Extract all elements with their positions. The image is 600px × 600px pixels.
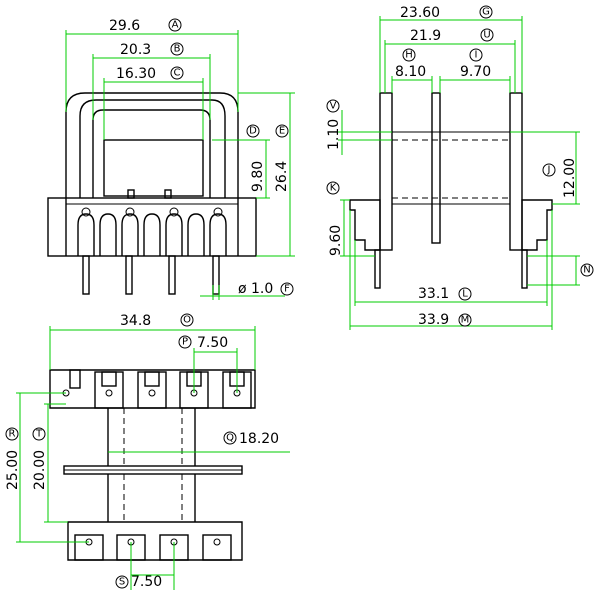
svg-text:T: T: [35, 429, 43, 440]
dim-V-circle: V: [326, 99, 340, 113]
dim-Q-value: 18.20: [239, 431, 279, 447]
svg-text:O: O: [183, 315, 191, 326]
dim-C-value: 16.30: [116, 66, 156, 82]
svg-text:S: S: [119, 577, 125, 588]
dim-B-value: 20.3: [120, 42, 151, 58]
core-outer: [65, 92, 239, 198]
dim-K-value: 9.60: [328, 225, 344, 256]
dim-B-circle: B: [170, 42, 184, 56]
side-view: [349, 92, 553, 289]
dim-S-circle: S: [115, 575, 129, 589]
middle-flange: [431, 92, 441, 244]
svg-text:C: C: [174, 68, 181, 79]
front-pin-slots: [77, 213, 227, 256]
svg-text:G: G: [482, 7, 490, 18]
dim-N-circle: N: [580, 263, 594, 277]
dim-P-value: 7.50: [197, 335, 228, 351]
dim-O-circle: O: [180, 313, 194, 327]
dim-M-circle: M: [458, 313, 472, 327]
core-inner: [92, 109, 211, 198]
svg-text:D: D: [249, 126, 257, 137]
svg-text:K: K: [330, 183, 337, 194]
front-pins: [82, 255, 220, 295]
dim-S-value: 7.50: [131, 574, 162, 590]
svg-text:H: H: [405, 50, 413, 61]
dim-F-circle: F: [280, 282, 294, 296]
dim-K-circle: K: [326, 181, 340, 195]
dim-D-circle: D: [246, 124, 260, 138]
dim-U-value: 21.9: [410, 28, 441, 44]
dim-R-circle: R: [5, 427, 19, 441]
bobbin-base: [47, 197, 257, 257]
right-flange: [509, 92, 523, 251]
front-dimensions: [65, 30, 295, 300]
dim-R-value: 25.00: [5, 450, 21, 490]
dim-T-circle: T: [32, 427, 46, 441]
svg-text:R: R: [9, 429, 16, 440]
core-window: [103, 139, 204, 197]
svg-text:U: U: [483, 30, 490, 41]
bottom-dimensions: [16, 326, 290, 590]
dim-D-value: 9.80: [250, 161, 266, 192]
dim-F-value: ø 1.0: [238, 281, 273, 297]
dim-I-value: 9.70: [460, 64, 491, 80]
dim-G-value: 23.60: [400, 5, 440, 21]
dim-H-value: 8.10: [395, 64, 426, 80]
dim-A-circle: A: [168, 18, 182, 32]
svg-text:E: E: [279, 126, 285, 137]
dim-O-value: 34.8: [120, 313, 151, 329]
svg-text:V: V: [330, 101, 337, 112]
dim-Q-circle: Q: [223, 431, 237, 445]
dim-H-circle: H: [402, 48, 416, 62]
dim-C-circle: C: [170, 66, 184, 80]
dim-T-value: 20.00: [32, 450, 48, 490]
svg-text:I: I: [475, 50, 478, 61]
svg-text:L: L: [462, 289, 468, 300]
side-dimensions: [338, 16, 580, 330]
svg-text:M: M: [461, 315, 470, 326]
dim-P-circle: P: [178, 335, 192, 349]
svg-text:Q: Q: [226, 433, 234, 444]
svg-text:F: F: [284, 284, 290, 295]
dim-G-circle: G: [479, 5, 493, 19]
dim-E-circle: E: [275, 124, 289, 138]
dim-E-value: 26.4: [274, 161, 290, 192]
dim-V-value: 1.10: [326, 119, 342, 150]
dim-L-circle: L: [458, 287, 472, 301]
dim-A-value: 29.6: [109, 18, 140, 34]
dim-J-value: 12.00: [562, 158, 578, 198]
svg-text:A: A: [172, 20, 179, 31]
svg-text:P: P: [182, 337, 188, 348]
left-flange: [379, 92, 393, 251]
front-view: [47, 92, 257, 295]
bottom-view: [49, 369, 256, 561]
svg-text:N: N: [583, 265, 590, 276]
dim-I-circle: I: [469, 48, 483, 62]
dim-U-circle: U: [480, 28, 494, 42]
dim-M-value: 33.9: [418, 312, 449, 328]
svg-text:J: J: [547, 165, 551, 176]
dim-J-circle: J: [542, 163, 556, 177]
svg-text:B: B: [174, 44, 181, 55]
dim-L-value: 33.1: [418, 286, 449, 302]
core-outer-inner: [79, 99, 226, 198]
